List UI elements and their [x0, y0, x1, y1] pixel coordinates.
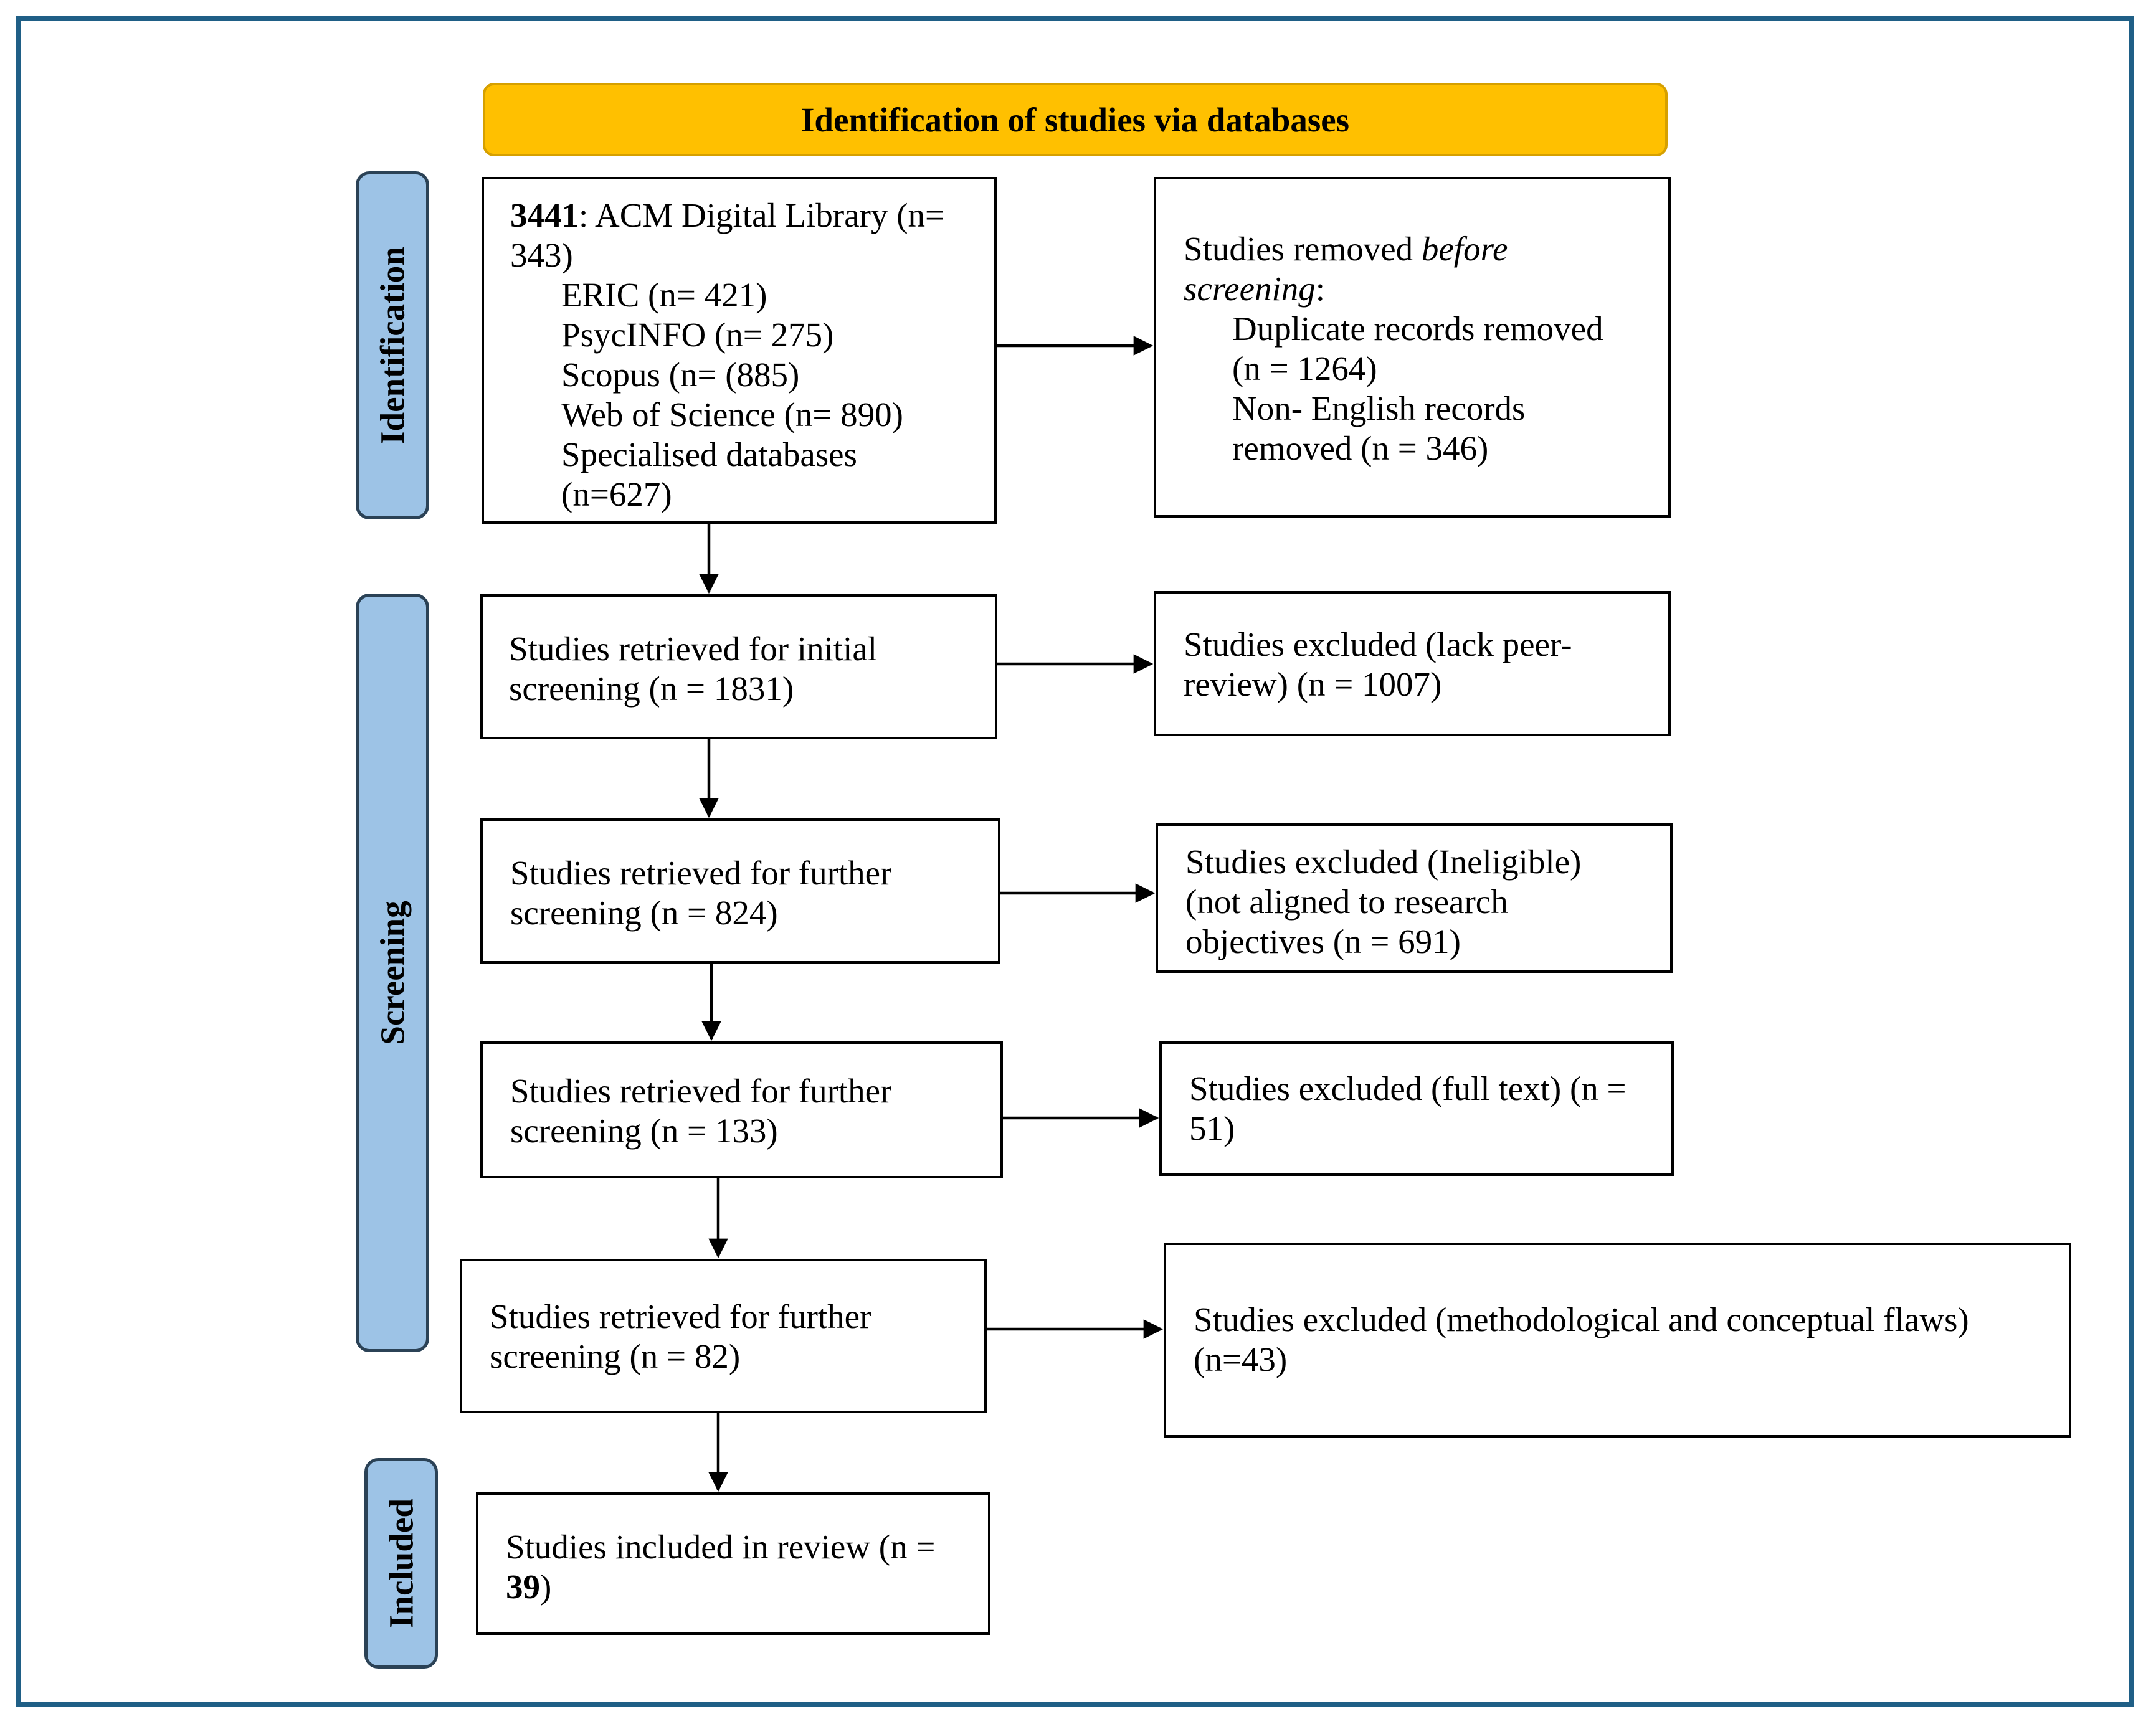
psycinfo-line: PsycINFO (n= 275)	[561, 316, 834, 354]
excl1-line1: Studies excluded (lack peer-	[1184, 625, 1572, 663]
duplicates-count: (n = 1264)	[1232, 349, 1377, 387]
excl3-box: Studies excluded (full text) (n = 51)	[1159, 1041, 1674, 1176]
included-count: 39	[506, 1568, 540, 1606]
excl1-line2: review) (n = 1007)	[1184, 665, 1442, 703]
stage-screening: Screening	[356, 594, 429, 1352]
excl4-line1: Studies excluded (methodological and con…	[1194, 1300, 1969, 1338]
non-english-count: removed (n = 346)	[1232, 429, 1489, 467]
acm-count: 343)	[510, 236, 573, 274]
eric-line: ERIC (n= 421)	[561, 276, 767, 314]
screen4-line2: screening (n = 82)	[490, 1337, 741, 1375]
removed-heading: Studies removed	[1184, 230, 1422, 268]
header-banner: Identification of studies via databases	[483, 83, 1668, 156]
removed-before: before	[1421, 230, 1508, 268]
screen2-line2: screening (n = 824)	[510, 894, 778, 932]
duplicates-line: Duplicate records removed	[1232, 310, 1603, 348]
screen2-box: Studies retrieved for further screening …	[480, 818, 1000, 964]
specialised-line: Specialised databases	[561, 435, 857, 473]
total-records: 3441	[510, 196, 579, 234]
removed-box: Studies removed before screening: Duplic…	[1154, 177, 1671, 518]
included-box: Studies included in review (n = 39)	[476, 1492, 990, 1635]
screen4-line1: Studies retrieved for further	[490, 1297, 871, 1335]
excl3-line1: Studies excluded (full text) (n =	[1189, 1069, 1626, 1107]
excl4-box: Studies excluded (methodological and con…	[1164, 1243, 2071, 1438]
acm-label: : ACM Digital Library (n=	[579, 196, 945, 234]
screen3-box: Studies retrieved for further screening …	[480, 1041, 1003, 1178]
included-line1: Studies included in review (n =	[506, 1528, 936, 1566]
specialised-count: (n=627)	[561, 475, 672, 513]
wos-line: Web of Science (n= 890)	[561, 396, 903, 433]
excl2-line1: Studies excluded (Ineligible)	[1185, 843, 1582, 881]
screen1-box: Studies retrieved for initial screening …	[480, 594, 997, 739]
non-english-line: Non- English records	[1232, 389, 1526, 427]
header-title: Identification of studies via databases	[800, 100, 1350, 139]
removed-screening: screening	[1184, 270, 1316, 308]
screen1-line1: Studies retrieved for initial	[509, 630, 878, 668]
excl2-box: Studies excluded (Ineligible) (not align…	[1156, 823, 1673, 973]
screen1-line2: screening (n = 1831)	[509, 670, 794, 708]
screen4-box: Studies retrieved for further screening …	[460, 1259, 987, 1413]
excl1-box: Studies excluded (lack peer- review) (n …	[1154, 591, 1671, 736]
screen3-line1: Studies retrieved for further	[510, 1072, 892, 1110]
stage-identification: Identification	[356, 171, 429, 519]
figure-frame	[16, 16, 2134, 1707]
stage-included: Included	[364, 1458, 438, 1669]
excl2-line3: objectives (n = 691)	[1185, 922, 1461, 960]
screen3-line2: screening (n = 133)	[510, 1112, 778, 1150]
included-close: )	[540, 1568, 552, 1606]
scopus-line: Scopus (n= (885)	[561, 356, 800, 394]
excl2-line2: (not aligned to research	[1185, 883, 1508, 921]
screen2-line1: Studies retrieved for further	[510, 854, 892, 892]
excl4-line2: (n=43)	[1194, 1340, 1288, 1378]
removed-colon: :	[1315, 270, 1326, 308]
identification-box: 3441: ACM Digital Library (n= 343) ERIC …	[482, 177, 997, 524]
excl3-line2: 51)	[1189, 1109, 1235, 1147]
